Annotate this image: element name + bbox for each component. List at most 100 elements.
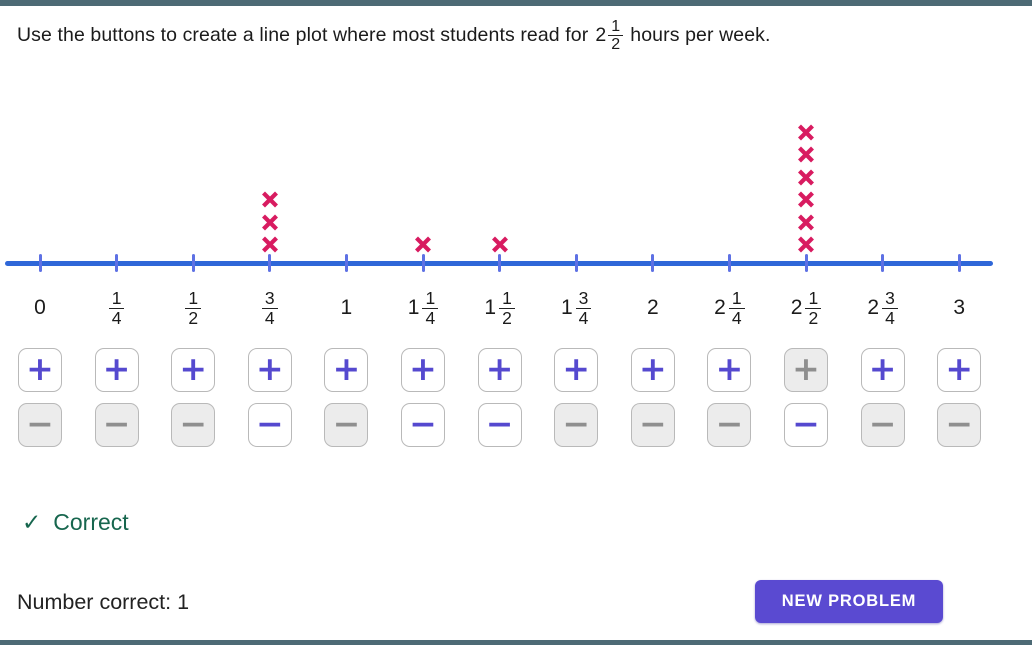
- x-data-mark: [261, 236, 279, 253]
- remove-x-button-1-1-4[interactable]: −: [401, 403, 445, 447]
- x-data-mark: [797, 236, 815, 253]
- label-whole-number: 2: [714, 296, 726, 319]
- add-x-button-1-1-2[interactable]: +: [477, 348, 522, 392]
- column-label-value: 2: [647, 296, 659, 320]
- add-x-button-2-3-4[interactable]: +: [860, 348, 905, 392]
- number-line-label: 3: [921, 282, 997, 334]
- add-x-button-3[interactable]: +: [937, 348, 982, 392]
- fraction-denominator: 4: [885, 307, 895, 328]
- number-line-label: 0: [2, 282, 78, 334]
- remove-x-button-1-4: −: [94, 403, 139, 447]
- add-x-button-2-1-2: +: [784, 348, 828, 392]
- add-x-button-1[interactable]: +: [324, 348, 369, 392]
- label-whole-number: 2: [646, 296, 659, 319]
- checkmark-icon: ✓: [22, 509, 42, 535]
- fraction-denominator: 4: [425, 307, 436, 328]
- fraction-numerator: 1: [422, 288, 439, 309]
- add-x-button-1-1-4[interactable]: +: [401, 348, 445, 392]
- bottom-border-bar: [0, 640, 1032, 645]
- fraction-numerator: 3: [261, 288, 278, 309]
- axis-tick-mark: [191, 254, 195, 272]
- add-x-button-2-1-4[interactable]: +: [707, 348, 752, 392]
- fraction-numerator: 3: [882, 288, 898, 309]
- remove-x-button-1-1-2[interactable]: −: [477, 403, 522, 447]
- x-data-mark: [261, 214, 279, 231]
- add-x-button-2[interactable]: +: [630, 348, 675, 392]
- remove-x-button-0: −: [18, 403, 62, 447]
- axis-tick-mark: [498, 254, 502, 272]
- fraction-denominator: 4: [111, 307, 122, 328]
- x-data-mark: [797, 124, 815, 141]
- label-whole-number: 2: [867, 296, 880, 319]
- instruction-mixed-number: 2 1 2: [595, 18, 624, 54]
- fraction-denominator: 2: [188, 307, 199, 328]
- fraction-numerator: 1: [805, 288, 822, 309]
- fraction-numerator: 3: [575, 288, 592, 309]
- top-border-bar: [0, 0, 1032, 6]
- axis-tick-mark: [651, 254, 655, 272]
- mixed-number-fraction: 1 2: [608, 18, 624, 54]
- feedback-text: Correct: [53, 509, 129, 535]
- add-x-button-0[interactable]: +: [18, 348, 62, 392]
- number-line-label: 1: [308, 282, 384, 334]
- instruction-prefix: Use the buttons to create a line plot wh…: [17, 24, 589, 47]
- fraction-denominator: 4: [264, 307, 275, 328]
- axis-tick-mark: [38, 254, 42, 272]
- remove-x-button-3-4[interactable]: −: [247, 403, 292, 447]
- new-problem-button[interactable]: NEW PROBLEM: [755, 580, 943, 623]
- instruction-suffix: hours per week.: [630, 24, 771, 47]
- label-whole-number: 1: [340, 296, 353, 319]
- remove-x-button-1-2: −: [171, 403, 216, 447]
- axis-tick-mark: [804, 254, 808, 272]
- add-x-button-1-3-4[interactable]: +: [554, 348, 599, 392]
- remove-x-button-1-3-4: −: [554, 403, 599, 447]
- feedback-message: ✓ Correct: [22, 509, 129, 536]
- fraction-denominator: 2: [502, 307, 512, 328]
- number-line-label: 2: [615, 282, 691, 334]
- x-data-mark: [797, 191, 815, 208]
- fraction-denominator: 4: [731, 307, 742, 328]
- remove-x-button-1: −: [324, 403, 369, 447]
- score-text: Number correct: 1: [17, 590, 190, 614]
- column-label-value: 3: [953, 296, 965, 320]
- remove-x-button-2-1-4: −: [707, 403, 752, 447]
- label-whole-number: 1: [484, 296, 497, 319]
- fraction-numerator: 1: [499, 288, 515, 309]
- label-whole-number: 2: [790, 296, 803, 319]
- remove-x-button-2-3-4: −: [860, 403, 905, 447]
- label-whole-number: 3: [953, 296, 966, 319]
- axis-tick-mark: [727, 254, 731, 272]
- fraction-numerator: 1: [185, 288, 202, 309]
- add-x-button-1-2[interactable]: +: [171, 348, 216, 392]
- mixed-number-whole: 2: [595, 24, 607, 47]
- x-data-mark: [797, 214, 815, 231]
- axis-tick-mark: [957, 254, 961, 272]
- x-data-mark: [797, 169, 815, 186]
- remove-x-button-2-1-2[interactable]: −: [784, 403, 828, 447]
- fraction-numerator: 1: [728, 288, 745, 309]
- add-x-button-1-4[interactable]: +: [94, 348, 139, 392]
- add-x-button-3-4[interactable]: +: [247, 348, 292, 392]
